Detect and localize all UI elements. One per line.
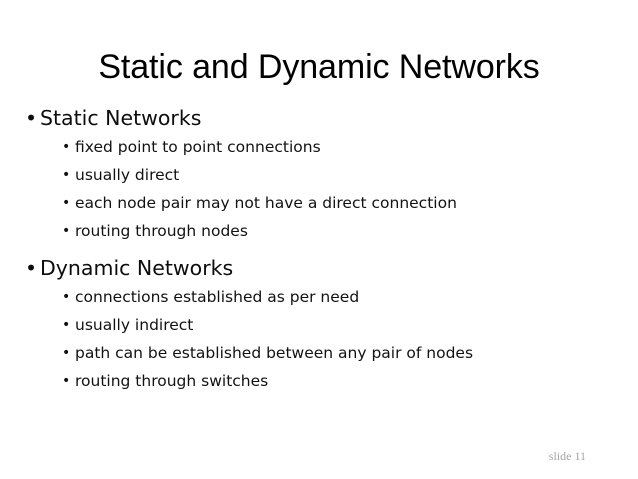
sub-bullet-label: usually direct: [75, 166, 180, 184]
sub-bullet-list-static: • fixed point to point connections • usu…: [0, 133, 600, 245]
sub-bullet-list-dynamic: • connections established as per need • …: [0, 283, 600, 395]
sub-bullet-item: • path can be established between any pa…: [0, 339, 600, 367]
bullet-dot-icon: •: [25, 256, 38, 280]
bullet-dot-icon: •: [62, 167, 71, 183]
sub-bullet-label: each node pair may not have a direct con…: [75, 194, 457, 212]
sub-bullet-item: • usually direct: [0, 161, 600, 189]
group-spacer: [0, 245, 600, 254]
sub-bullet-item: • usually indirect: [0, 311, 600, 339]
sub-bullet-item: • connections established as per need: [0, 283, 600, 311]
sub-bullet-item: • routing through switches: [0, 367, 600, 395]
main-bullet-label: Static Networks: [40, 106, 202, 130]
sub-bullet-item: • fixed point to point connections: [0, 133, 600, 161]
bullet-dot-icon: •: [25, 106, 38, 130]
bullet-group-dynamic-networks: • Dynamic Networks • connections establi…: [0, 254, 600, 395]
bullet-group-static-networks: • Static Networks • fixed point to point…: [0, 104, 600, 245]
sub-bullet-item: • routing through nodes: [0, 217, 600, 245]
sub-bullet-label: usually indirect: [75, 316, 194, 334]
bullet-dot-icon: •: [62, 195, 71, 211]
sub-bullet-item: • each node pair may not have a direct c…: [0, 189, 600, 217]
bullet-dot-icon: •: [62, 317, 71, 333]
main-bullet-label: Dynamic Networks: [40, 256, 234, 280]
slide-body-outline: • Static Networks • fixed point to point…: [0, 104, 600, 395]
sub-bullet-label: routing through nodes: [75, 222, 248, 240]
bullet-dot-icon: •: [62, 289, 71, 305]
bullet-dot-icon: •: [62, 373, 71, 389]
main-bullet-static-networks: • Static Networks: [0, 104, 600, 133]
bullet-dot-icon: •: [62, 345, 71, 361]
bullet-dot-icon: •: [62, 223, 71, 239]
sub-bullet-label: fixed point to point connections: [75, 138, 321, 156]
main-bullet-dynamic-networks: • Dynamic Networks: [0, 254, 600, 283]
sub-bullet-label: path can be established between any pair…: [75, 344, 474, 362]
bullet-dot-icon: •: [62, 139, 71, 155]
page-title: Static and Dynamic Networks: [98, 48, 540, 86]
sub-bullet-label: routing through switches: [75, 372, 269, 390]
slide-number-footer: slide 11: [548, 449, 586, 463]
sub-bullet-label: connections established as per need: [75, 288, 360, 306]
